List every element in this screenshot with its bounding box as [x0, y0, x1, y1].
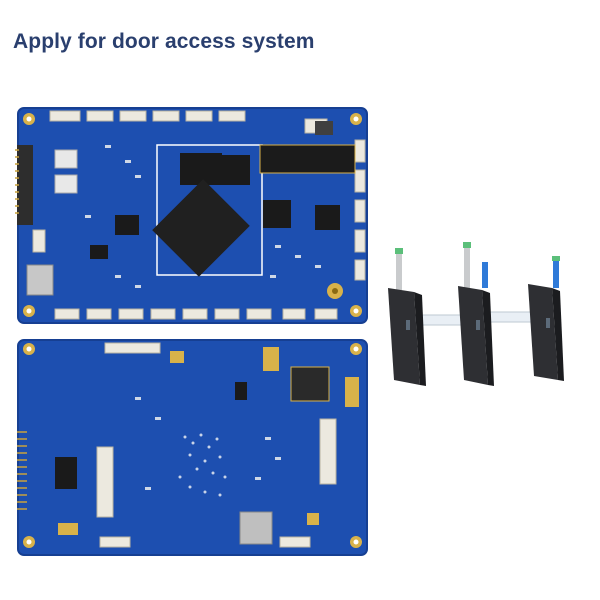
turnstile-gates-image [388, 242, 564, 386]
page-title: Apply for door access system [13, 30, 315, 53]
pcb-board-back-image [17, 339, 368, 556]
pcb-board-front-image [15, 107, 368, 324]
